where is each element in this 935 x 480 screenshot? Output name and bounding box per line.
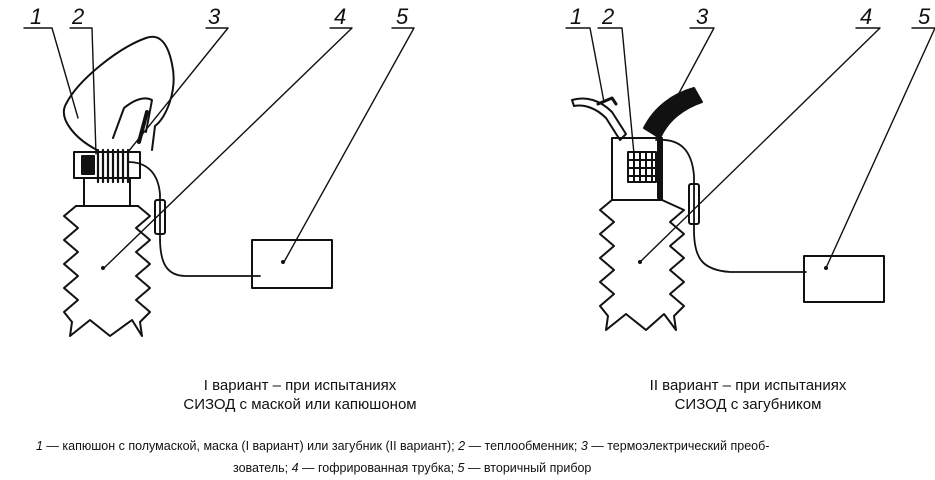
right-corrugated-tube [599,199,685,331]
left-corrugated-tube [63,205,151,337]
right-heat-exchanger-fins [627,151,657,183]
right-thermo-wire [655,138,807,273]
left-callout-2: 2 [71,4,84,29]
right-callout-5: 5 [918,4,931,29]
legend-num-4: 4 [291,461,299,475]
legend-text-5: — вторичный прибор [464,461,592,475]
right-callout-4: 4 [860,4,872,29]
legend-text-3b: зователь; [233,461,292,475]
right-mouthpiece-flap [571,97,627,141]
left-mask-visor [112,97,153,139]
legend-line-1: 1 — капюшон с полумаской, маска (I вариа… [36,436,769,457]
legend-text-2: — теплообменник; [465,439,581,453]
legend-line-2: зователь; 4 — гофрированная трубка; 5 — … [233,458,591,479]
caption-variant-2: II вариант – при испытаниях СИЗОД с загу… [608,376,888,414]
left-thermocouple [154,199,166,235]
left-callout-5: 5 [396,4,409,29]
left-callout-4: 4 [334,4,346,29]
right-mouthpiece-clip [643,87,703,139]
left-secondary-instrument [251,239,333,289]
left-thermo-wire [127,161,261,277]
right-callout-3: 3 [696,4,709,29]
left-variant [23,27,415,337]
legend-num-3: 3 [580,439,588,453]
legend-num-5: 5 [457,461,465,475]
legend-text-3: — термоэлектрический преоб- [587,439,770,453]
left-hood-mask [63,35,175,151]
caption-variant-1: I вариант – при испытаниях СИЗОД с маско… [160,376,440,414]
caption-variant-2-line1: II вариант – при испытаниях [649,377,847,394]
right-variant [565,27,935,331]
left-callout-1: 1 [30,4,42,29]
right-callout-2: 2 [601,4,614,29]
left-callout-3: 3 [208,4,221,29]
legend-num-2: 2 [458,439,466,453]
caption-variant-1-line2: СИЗОД с маской или капюшоном [183,396,417,413]
right-secondary-instrument [803,255,885,303]
legend-text-1: — капюшон с полумаской, маска (I вариант… [42,439,459,453]
right-callout-1: 1 [570,4,582,29]
legend-text-4: — гофрированная трубка; [298,461,458,475]
left-heat-exchanger-fins [96,148,130,184]
caption-variant-1-line1: I вариант – при испытаниях [203,377,397,394]
legend-num-1: 1 [36,439,43,453]
caption-variant-2-line2: СИЗОД с загубником [674,396,822,413]
